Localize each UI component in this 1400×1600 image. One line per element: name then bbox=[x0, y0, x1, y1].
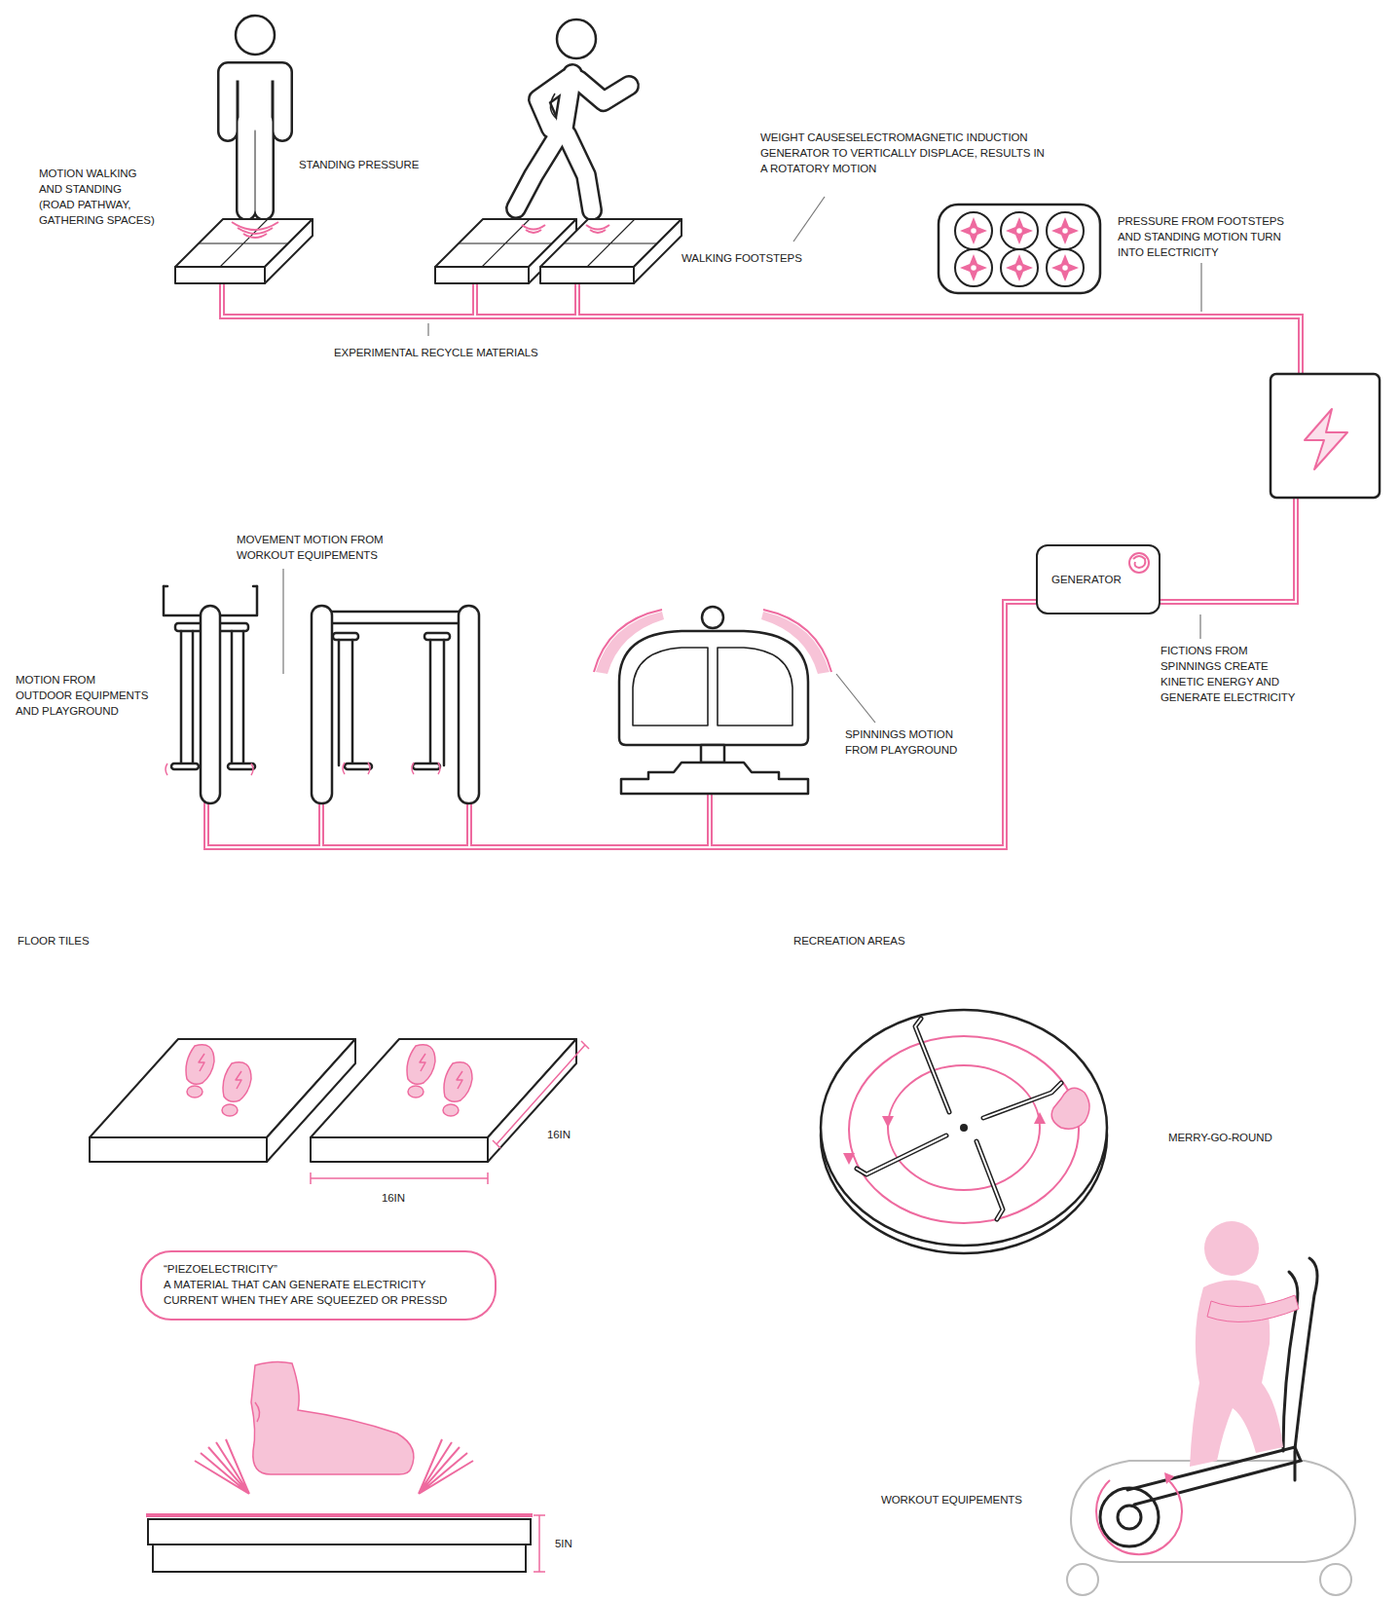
label: MERRY-GO-ROUND bbox=[1168, 1129, 1315, 1145]
label: SPINNINGS MOTION FROM PLAYGROUND bbox=[845, 726, 962, 758]
label: 16IN bbox=[547, 1126, 596, 1143]
label: WORKOUT EQUIPEMENTS bbox=[881, 1491, 1047, 1508]
node-body: A MATERIAL THAT CAN GENERATE ELECTRICITY… bbox=[163, 1276, 474, 1308]
label: 5IN bbox=[554, 1535, 594, 1551]
generator-box: GENERATOR bbox=[1035, 544, 1161, 615]
label: MOVEMENT MOTION FROM WORKOUT EQUIPEMENTS bbox=[236, 531, 412, 563]
label: RECREATION AREAS bbox=[793, 932, 950, 949]
node-title: GENERATOR bbox=[1051, 571, 1122, 588]
label: FICTIONS FROM SPINNINGS CREATE KINETIC E… bbox=[1160, 642, 1299, 705]
label: MOTION FROM OUTDOOR EQUIPMENTS AND PLAYG… bbox=[15, 671, 152, 719]
label: WEIGHT CAUSESELECTROMAGNETIC INDUCTION G… bbox=[760, 129, 1053, 177]
label: STANDING PRESSURE bbox=[298, 156, 445, 173]
label: FLOOR TILES bbox=[17, 932, 164, 949]
label: EXPERIMENTAL RECYCLE MATERIALS bbox=[333, 344, 568, 361]
label: WALKING FOOTSTEPS bbox=[681, 250, 828, 266]
note-box: “PIEZOELECTRICITY”A MATERIAL THAT CAN GE… bbox=[140, 1250, 497, 1321]
label: PRESSURE FROM FOOTSTEPS AND STANDING MOT… bbox=[1117, 213, 1291, 260]
label: 16IN bbox=[381, 1189, 431, 1206]
label: MOTION WALKING AND STANDING (ROAD PATHWA… bbox=[38, 165, 158, 228]
node-title: “PIEZOELECTRICITY” bbox=[163, 1260, 474, 1277]
